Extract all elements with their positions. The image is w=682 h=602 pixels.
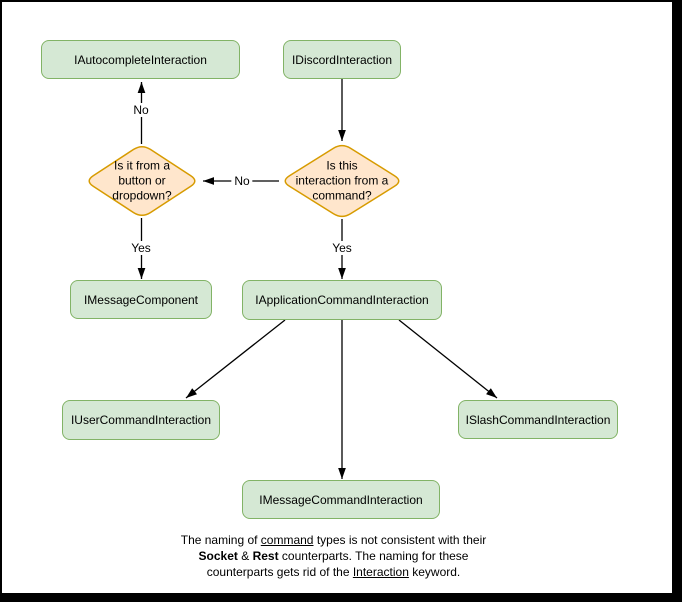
arrow-application-to-usercommand — [185, 319, 286, 399]
edge-label-yes-messagecomponent: Yes — [128, 241, 154, 255]
arrow-application-to-slashcommand — [398, 319, 498, 399]
decision-from-command-label: Is this interaction from a command? — [295, 158, 389, 203]
decision-from-button-label: Is it from a button or dropdown? — [112, 158, 172, 203]
diagram-canvas: IAutocompleteInteraction IDiscordInterac… — [0, 0, 674, 595]
node-iautocompleteinteraction: IAutocompleteInteraction — [41, 40, 240, 79]
node-iusercommandinteraction: IUserCommandInteraction — [62, 400, 220, 440]
node-iapplicationcommandinteraction: IApplicationCommandInteraction — [242, 280, 442, 320]
edge-label-no-autocomplete: No — [130, 103, 152, 117]
node-idiscordinteraction: IDiscordInteraction — [283, 40, 401, 79]
edge-label-yes-applicationcommand: Yes — [329, 241, 355, 255]
node-imessagecommandinteraction: IMessageCommandInteraction — [242, 480, 440, 519]
edge-label-no-button: No — [231, 174, 253, 188]
node-imessagecomponent: IMessageComponent — [70, 280, 212, 319]
node-islashcommandinteraction: ISlashCommandInteraction — [458, 400, 618, 439]
footnote-text: The naming of command types is not consi… — [180, 533, 487, 579]
